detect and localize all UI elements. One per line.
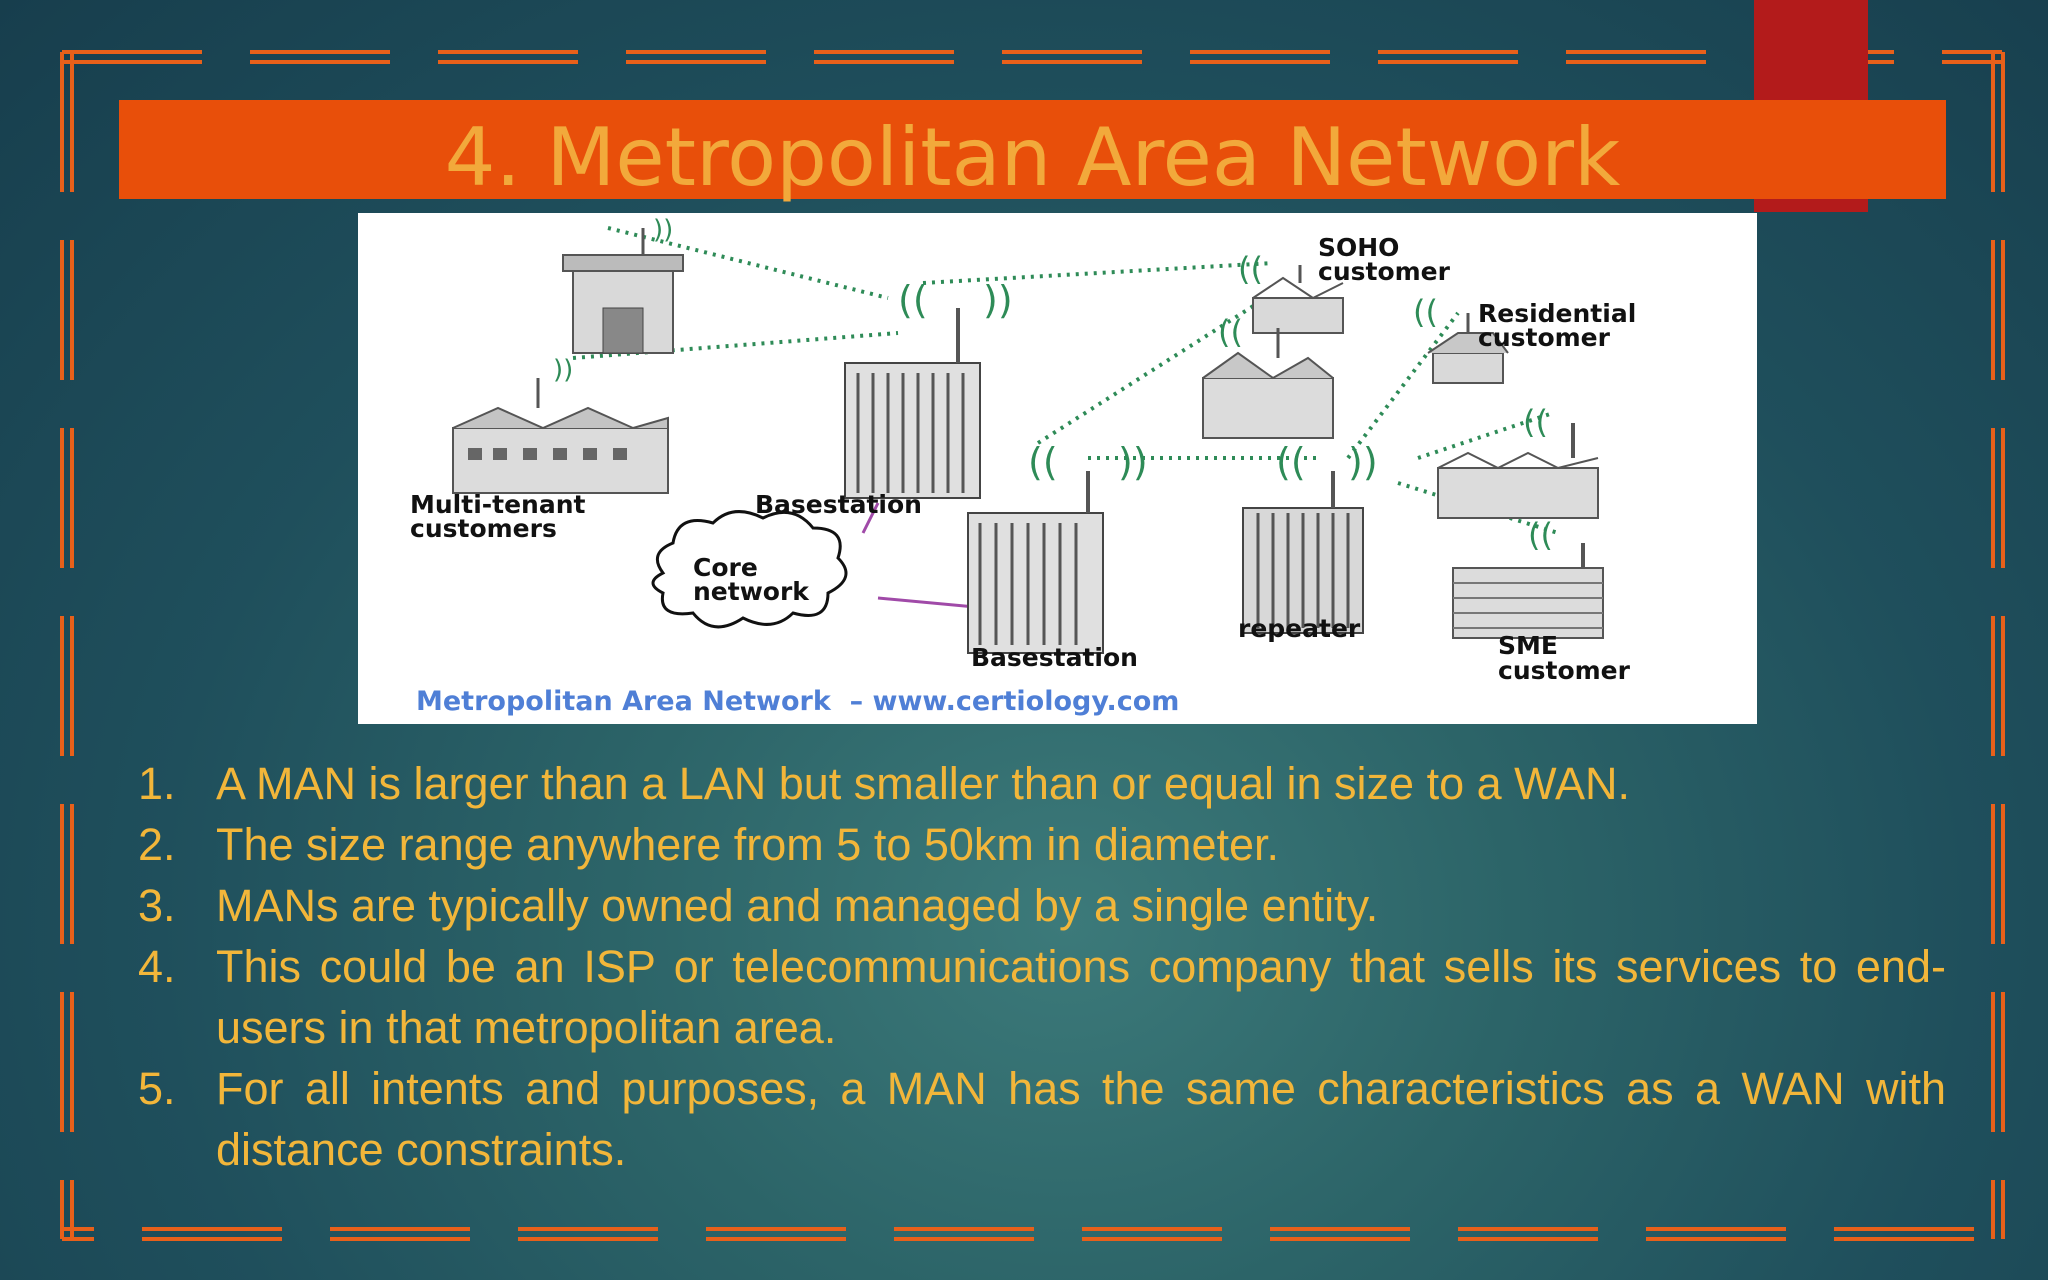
signal-icon: )) — [653, 215, 673, 245]
multi-tenant-building-icon — [452, 378, 669, 494]
sme-building-icon — [1452, 543, 1604, 639]
list-text: The size range anywhere from 5 to 50km i… — [216, 819, 1280, 870]
list-number: 5. — [138, 1063, 176, 1114]
title-bar: 4. Metropolitan Area Network — [119, 100, 1946, 204]
soho-label: SOHO — [1318, 233, 1399, 262]
signal-icon: (( — [1276, 440, 1306, 484]
man-diagram: )) )) (( )) — [358, 213, 1757, 724]
factory-building-icon — [1437, 423, 1599, 519]
signal-icon: (( — [1238, 250, 1263, 288]
basestation-tower-icon — [844, 308, 981, 499]
sme-label-line2: customer — [1498, 656, 1631, 685]
signal-icon: (( — [1218, 313, 1243, 351]
list-text: A MAN is larger than a LAN but smaller t… — [216, 758, 1630, 809]
repeater-tower-icon — [1242, 471, 1364, 634]
repeater-label: repeater — [1238, 614, 1361, 643]
core-network-label-line2: network — [693, 577, 810, 606]
list-number: 1. — [138, 758, 176, 809]
signal-icon: (( — [1413, 293, 1438, 331]
sme-label: SME — [1498, 631, 1558, 660]
multi-tenant-label-line2: customers — [410, 514, 557, 543]
signal-icon: )) — [553, 355, 573, 385]
list-text: For all intents and purposes, a MAN has … — [216, 1063, 1946, 1175]
list-item: 4. This could be an ISP or telecommunicat… — [138, 936, 1946, 1058]
signal-icon: (( — [1523, 403, 1548, 441]
list-item: 2. The size range anywhere from 5 to 50km… — [138, 814, 1946, 875]
list-text: This could be an ISP or telecommunicatio… — [216, 941, 1946, 1053]
residential-house-icon — [1427, 313, 1509, 384]
list-number: 4. — [138, 941, 176, 992]
residential-label-line2: customer — [1478, 323, 1611, 352]
residential-label: Residential — [1478, 299, 1636, 328]
signal-icon: (( — [1528, 516, 1553, 554]
list-text: MANs are typically owned and managed by … — [216, 880, 1379, 931]
building-icon — [562, 228, 684, 354]
list-item: 5. For all intents and purposes, a MAN ha… — [138, 1058, 1946, 1180]
point-list: 1. A MAN is larger than a LAN but smaller… — [138, 753, 1946, 1180]
list-number: 3. — [138, 880, 176, 931]
signal-icon: )) — [983, 278, 1013, 322]
diagram-caption: Metropolitan Area Network – www.certiolo… — [416, 686, 1179, 717]
signal-icon: )) — [1118, 440, 1148, 484]
soho-label-line2: customer — [1318, 257, 1451, 286]
basestation-label: Basestation — [971, 643, 1138, 672]
slide-title: 4. Metropolitan Area Network — [444, 111, 1621, 204]
residential-building-icon — [1202, 328, 1334, 439]
list-number: 2. — [138, 819, 176, 870]
multi-tenant-label: Multi-tenant — [410, 490, 586, 519]
signal-icon: )) — [1348, 440, 1378, 484]
basestation-tower-icon — [967, 471, 1104, 654]
soho-building-icon — [1252, 265, 1344, 334]
basestation-label: Basestation — [755, 490, 922, 519]
list-item: 1. A MAN is larger than a LAN but smaller… — [138, 753, 1946, 814]
signal-icon: (( — [1028, 440, 1058, 484]
signal-icon: (( — [898, 278, 928, 322]
core-network-cloud-icon — [651, 510, 848, 629]
list-item: 3. MANs are typically owned and managed b… — [138, 875, 1946, 936]
core-network-label: Core — [693, 553, 758, 582]
